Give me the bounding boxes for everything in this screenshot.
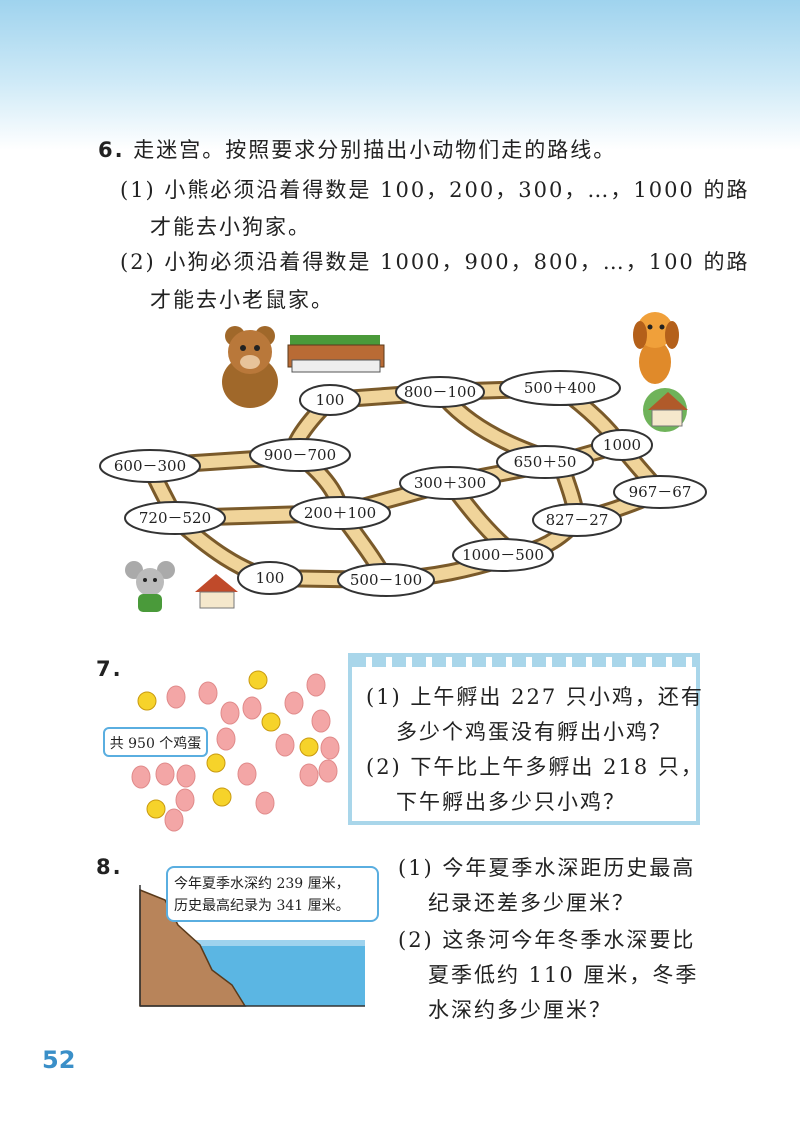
maze-node-label: 800－100 <box>404 383 476 401</box>
maze-node-label: 650＋50 <box>514 453 577 471</box>
egg-count-tag: 共 950 个鸡蛋 <box>103 727 208 757</box>
maze-node: 500－100 <box>337 563 435 597</box>
mouse-house-icon <box>195 574 238 609</box>
egg-icon <box>131 673 340 832</box>
q7-part2-line1: (2) 下午比上午多孵出 218 只， <box>366 755 704 779</box>
maze-node-label: 600－300 <box>114 457 186 475</box>
maze-node: 967－67 <box>613 475 707 509</box>
header-band <box>0 0 800 150</box>
maze-node: 800－100 <box>395 376 485 408</box>
maze-node-label: 300＋300 <box>414 474 486 492</box>
maze-node: 827－27 <box>532 503 622 537</box>
dog-icon <box>633 312 679 384</box>
q8-part2-line2: 夏季低约 110 厘米，冬季 <box>428 963 699 987</box>
maze-node: 100 <box>299 384 361 416</box>
q7-question-box <box>348 653 700 825</box>
cliff-water-illustration <box>139 885 365 1007</box>
q6-number: 6. <box>98 138 125 162</box>
box-stripe <box>352 657 696 667</box>
maze-node: 1000 <box>591 429 653 461</box>
maze-node: 600－300 <box>99 449 201 483</box>
dog-house-icon <box>643 388 688 432</box>
maze-node-label: 1000 <box>603 436 641 454</box>
maze-node: 100 <box>237 561 303 595</box>
q6-part1-line1: (1) 小熊必须沿着得数是 100，200，300，…，1000 的路 <box>120 178 750 202</box>
maze-node-label: 720－520 <box>139 509 211 527</box>
maze-node-label: 100 <box>256 569 285 587</box>
maze-node: 900－700 <box>249 438 351 472</box>
q6-part2-line1: (2) 小狗必须沿着得数是 1000，900，800，…，100 的路 <box>120 250 750 274</box>
q8-part1-line1: (1) 今年夏季水深距历史最高 <box>398 856 696 880</box>
eggs-illustration <box>131 670 340 832</box>
maze-node-label: 900－700 <box>264 446 336 464</box>
q8-part2-line3: 水深约多少厘米？ <box>428 998 612 1022</box>
q7-part2-line2: 下午孵出多少只小鸡？ <box>396 790 626 814</box>
maze-node-label: 967－67 <box>629 483 692 501</box>
maze-node-label: 500－100 <box>350 571 422 589</box>
q8-part1-line2: 纪录还差多少厘米？ <box>428 891 635 915</box>
maze-node: 300＋300 <box>399 466 501 500</box>
bear-icon <box>222 326 278 408</box>
maze-node-label: 100 <box>316 391 345 409</box>
q7-number: 7. <box>96 657 123 681</box>
water-depth-note: 今年夏季水深约 239 厘米， 历史最高纪录为 341 厘米。 <box>166 866 379 922</box>
maze-node-label: 200＋100 <box>304 504 376 522</box>
maze-node-label: 1000－500 <box>462 546 544 564</box>
q6-title-line: 6. 走迷宫。按照要求分别描出小动物们走的路线。 <box>98 131 616 170</box>
maze-node: 720－520 <box>124 501 226 535</box>
maze-node: 1000－500 <box>452 538 554 572</box>
maze-node: 500＋400 <box>499 370 621 406</box>
q8-part2-line1: (2) 这条河今年冬季水深要比 <box>398 928 696 952</box>
maze-node: 650＋50 <box>496 445 594 479</box>
maze-node: 200＋100 <box>289 496 391 530</box>
note-line2: 历史最高纪录为 341 厘米。 <box>174 898 350 914</box>
chick-icon <box>137 670 319 819</box>
q6-part1-line2: 才能去小狗家。 <box>150 215 311 239</box>
q7-part1-line2: 多少个鸡蛋没有孵出小鸡？ <box>396 720 672 744</box>
maze-node-label: 827－27 <box>546 511 609 529</box>
q6-part2-line2: 才能去小老鼠家。 <box>150 288 334 312</box>
note-line1: 今年夏季水深约 239 厘米， <box>174 876 350 892</box>
maze-node-label: 500＋400 <box>524 379 596 397</box>
q8-number: 8. <box>96 855 123 879</box>
bear-house-icon <box>287 335 385 373</box>
mouse-icon <box>125 561 175 612</box>
page-number: 52 <box>42 1046 76 1074</box>
q7-part1-line1: (1) 上午孵出 227 只小鸡，还有 <box>366 685 704 709</box>
q6-title: 走迷宫。按照要求分别描出小动物们走的路线。 <box>133 138 617 162</box>
